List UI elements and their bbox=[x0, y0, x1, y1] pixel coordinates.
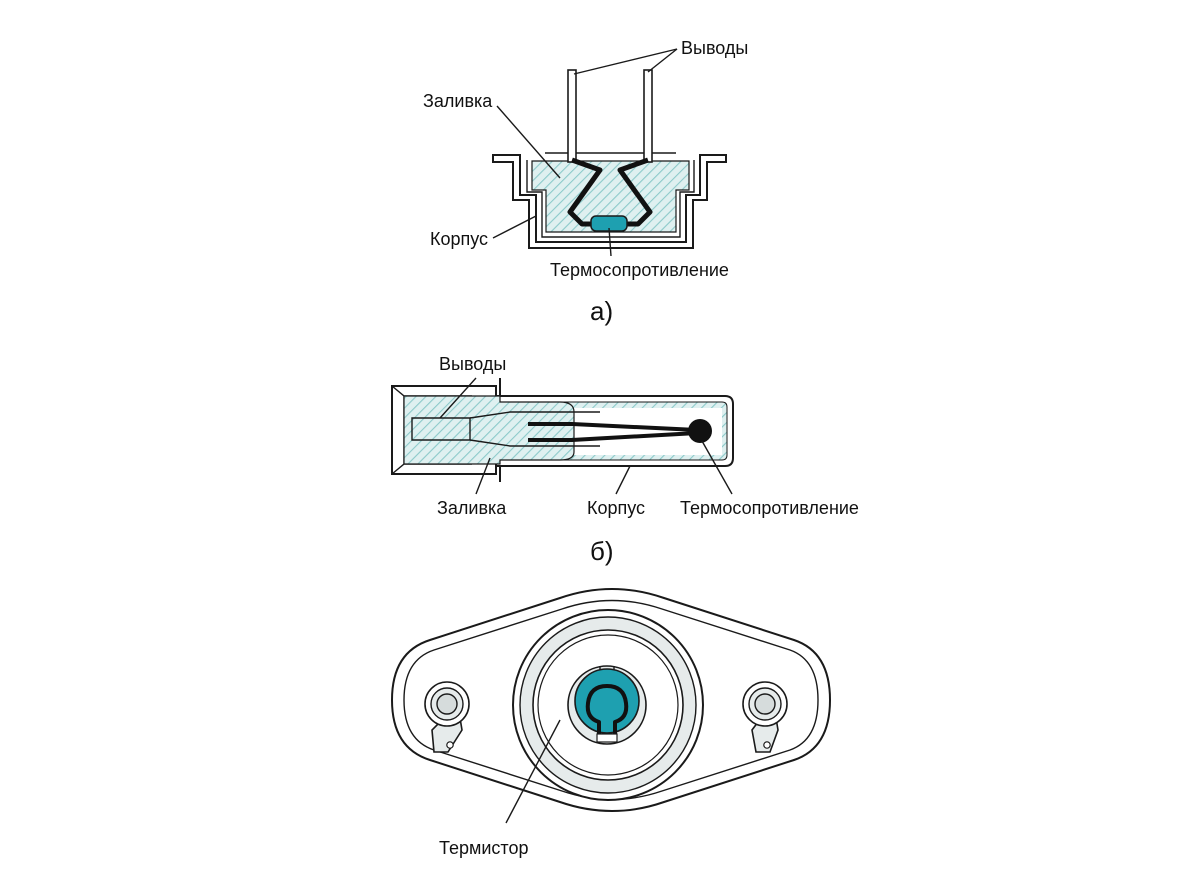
flange-outer-c bbox=[390, 588, 832, 812]
terminal-left-c bbox=[424, 681, 470, 753]
wire-right-a bbox=[617, 157, 653, 227]
terminal-right-c bbox=[742, 681, 788, 753]
thermistor-base-c bbox=[596, 733, 618, 743]
caption-b: б) bbox=[590, 536, 614, 566]
thermistor-loop-c bbox=[585, 684, 629, 738]
label-filling-b: Заливка bbox=[437, 498, 507, 518]
diagram-b: Выводы Заливка Корпус Термосопротивление… bbox=[391, 354, 859, 566]
leader-filling-b bbox=[475, 457, 491, 495]
wire-upper-b bbox=[528, 422, 698, 432]
housing-a-inner bbox=[526, 160, 695, 238]
leader-housing-b bbox=[615, 465, 631, 495]
leader-thermistor-a bbox=[608, 227, 612, 257]
label-thermistor-a: Термосопротивление bbox=[550, 260, 729, 280]
label-thermistor-b: Термосопротивление bbox=[680, 498, 859, 518]
housing-a-outer bbox=[492, 154, 727, 249]
diagram-a: Выводы Заливка Корпус Термосопротивление… bbox=[423, 38, 748, 326]
leader-housing-a bbox=[492, 215, 537, 239]
label-housing-a: Корпус bbox=[430, 229, 488, 249]
diagram-c: Термистор bbox=[390, 588, 832, 858]
leader-leads-right-a bbox=[647, 48, 678, 73]
label-leads-a: Выводы bbox=[681, 38, 748, 58]
leader-thermistor-c bbox=[505, 719, 561, 824]
wire-left-a bbox=[567, 157, 603, 227]
lead-pin-right-a bbox=[643, 69, 653, 163]
thermistor-bead-b bbox=[688, 419, 712, 443]
leader-leads-b bbox=[439, 377, 477, 419]
label-filling-a: Заливка bbox=[423, 91, 493, 111]
filling-b bbox=[403, 395, 575, 465]
lead-strip-upper-b bbox=[469, 411, 600, 447]
lead-pin-left-a bbox=[567, 69, 577, 163]
wire-lower-b bbox=[528, 431, 698, 442]
leader-leads-left-a bbox=[573, 48, 678, 75]
leader-thermistor-b bbox=[701, 440, 733, 495]
caption-a: а) bbox=[590, 296, 613, 326]
thermistor-teal-c bbox=[574, 668, 640, 734]
label-housing-b: Корпус bbox=[587, 498, 645, 518]
label-leads-b: Выводы bbox=[439, 354, 506, 374]
flange-inner-c bbox=[403, 599, 819, 801]
label-thermistor-c: Термистор bbox=[439, 838, 529, 858]
leader-filling-a bbox=[496, 105, 561, 179]
